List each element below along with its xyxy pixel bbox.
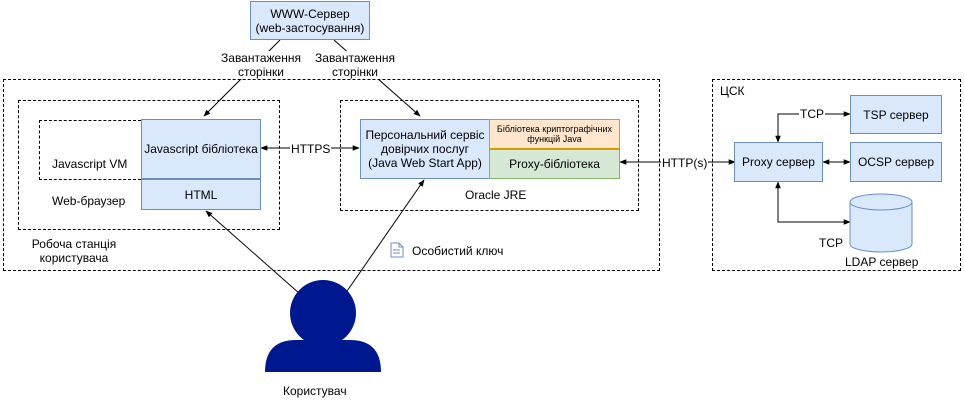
- proxy-library-label: Proxy-бібліотека: [509, 157, 600, 171]
- crypto-library-line2: функцій Java: [527, 134, 582, 144]
- page-load-left-line2: сторінки: [238, 65, 284, 79]
- https-label: HTTPS: [290, 142, 332, 156]
- ocsp-server-box: OCSP сервер: [850, 142, 942, 182]
- page-load-right-line2: сторінки: [332, 65, 378, 79]
- workstation-label: Робоча станція користувача: [14, 237, 134, 265]
- html-box: HTML: [141, 179, 261, 210]
- browser-label: Web-браузер: [52, 194, 126, 208]
- jsvm-label: Javascript VM: [52, 157, 128, 171]
- user-to-html-arrow: [205, 210, 301, 295]
- tsp-server-box: TSP сервер: [850, 95, 942, 134]
- page-load-left-label: Завантаження сторінки: [216, 51, 306, 79]
- tcp-tsp-connector: [775, 111, 851, 143]
- javascript-library-label: Javascript бібліотека: [144, 142, 258, 156]
- csk-label: ЦСК: [720, 84, 745, 98]
- browser-container: [18, 100, 280, 230]
- www-server-box: WWW-Сервер (web-застосування): [250, 1, 370, 40]
- ldap-server-label: LDAP сервер: [845, 255, 919, 269]
- page-load-right-line1: Завантаження: [315, 51, 395, 65]
- proxy-server-box: Proxy сервер: [734, 142, 823, 182]
- csk-container: [712, 79, 961, 271]
- ocsp-server-label: OCSP сервер: [857, 155, 935, 169]
- www-server-subtitle: (web-застосування): [255, 20, 365, 35]
- page-load-left-line1: Завантаження: [221, 51, 301, 65]
- tcp-bottom-label: TCP: [819, 236, 843, 250]
- workstation-label-line2: користувача: [39, 251, 109, 265]
- crypto-library-line1: Бібліотека криптографічних: [496, 124, 613, 134]
- user-to-service-arrow: [344, 179, 425, 295]
- user-label: Користувач: [283, 384, 347, 398]
- jsvm-container: [39, 120, 141, 180]
- jre-container: [340, 100, 639, 211]
- user-silhouette-icon: [265, 280, 381, 372]
- trust-service-line3: (Java Web Start App): [368, 156, 482, 170]
- ldap-database-cylinder: [849, 193, 913, 253]
- trust-service-line2: довірчих послуг: [381, 142, 469, 156]
- workstation-container: [3, 79, 660, 271]
- document-key-icon: [390, 242, 404, 258]
- tcp-ldap-connector: [775, 181, 851, 225]
- http-label: HTTP(s): [661, 156, 709, 170]
- crypto-library-box: Бібліотека криптографічних функцій Java: [489, 119, 620, 149]
- private-key-label: Особистий ключ: [412, 244, 504, 258]
- oracle-jre-label: Oracle JRE: [465, 188, 527, 202]
- javascript-library-box: Javascript бібліотека: [141, 119, 261, 179]
- tsp-server-label: TSP сервер: [863, 107, 929, 122]
- trust-service-line1: Персональний сервіс: [365, 128, 485, 142]
- tcp-top-label: TCP: [799, 107, 825, 121]
- page-load-right-label: Завантаження сторінки: [310, 51, 400, 79]
- html-label: HTML: [184, 187, 218, 202]
- workstation-label-line1: Робоча станція: [31, 237, 117, 251]
- proxy-server-label: Proxy сервер: [742, 155, 815, 169]
- trust-service-box: Персональний сервіс довірчих послуг (Jav…: [360, 119, 490, 179]
- www-server-title: WWW-Сервер: [270, 6, 350, 21]
- proxy-library-box: Proxy-бібліотека: [489, 149, 620, 179]
